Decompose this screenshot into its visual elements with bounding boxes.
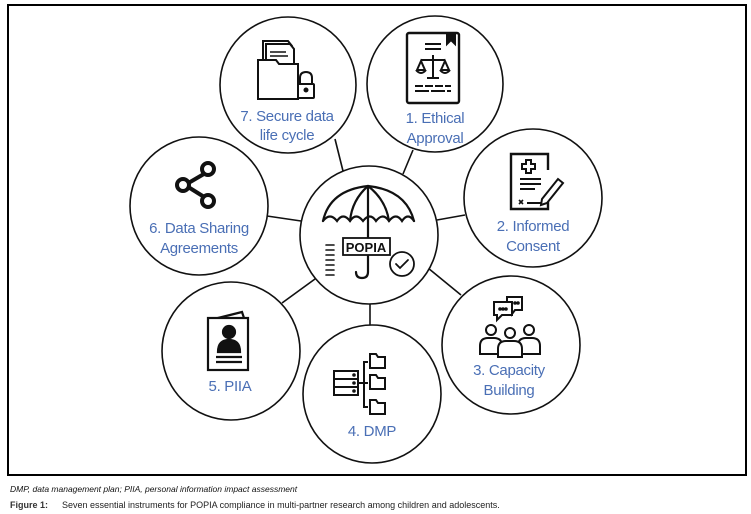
node-label-5: 5. PIIA [209, 378, 252, 395]
umbrella-check-icon [321, 184, 416, 280]
center-label: POPIA [346, 240, 387, 255]
connector-5 [281, 278, 316, 304]
node-label-1-line1: 1. Ethical [406, 110, 465, 127]
node-label-4: 4. DMP [348, 423, 397, 440]
node-circle-1 [366, 15, 504, 153]
node-label-7-line2: life cycle [260, 127, 315, 144]
node-label-6-line1: 6. Data Sharing [149, 220, 249, 237]
connector-3 [427, 267, 462, 296]
connector-6 [266, 215, 302, 222]
figure-caption: Figure 1: Seven essential instruments for… [10, 500, 500, 510]
connector-7 [334, 138, 344, 172]
node-label-3-line1: 3. Capacity [473, 362, 546, 379]
node-circle-4 [302, 324, 442, 464]
id-booklet-icon [206, 310, 250, 372]
figure-frame [7, 4, 747, 476]
locked-folder-icon [257, 40, 315, 100]
abbreviations-note: DMP, data management plan; PIIA, persona… [10, 484, 298, 494]
node-label-2-line2: Consent [506, 238, 561, 255]
group-discussion-icon [479, 296, 541, 358]
node-label-3-line2: Building [484, 382, 535, 399]
node-circle-2 [463, 128, 603, 268]
node-label-6-line2: Agreements [160, 240, 238, 257]
connector-1 [402, 149, 414, 175]
node-label-1-line2: Approval [407, 130, 464, 147]
ethics-document-icon [405, 31, 461, 105]
server-folders-icon [333, 353, 386, 415]
share-icon [175, 161, 216, 209]
connector-2 [436, 214, 466, 221]
node-label-2-line1: 2. Informed [497, 218, 570, 235]
node-circle-6 [129, 136, 269, 276]
figure-label: Figure 1: [10, 500, 49, 510]
node-label-7-line1: 7. Secure data [240, 108, 334, 125]
consent-form-icon [509, 152, 565, 211]
caption-text: Seven essential instruments for POPIA co… [62, 500, 500, 510]
